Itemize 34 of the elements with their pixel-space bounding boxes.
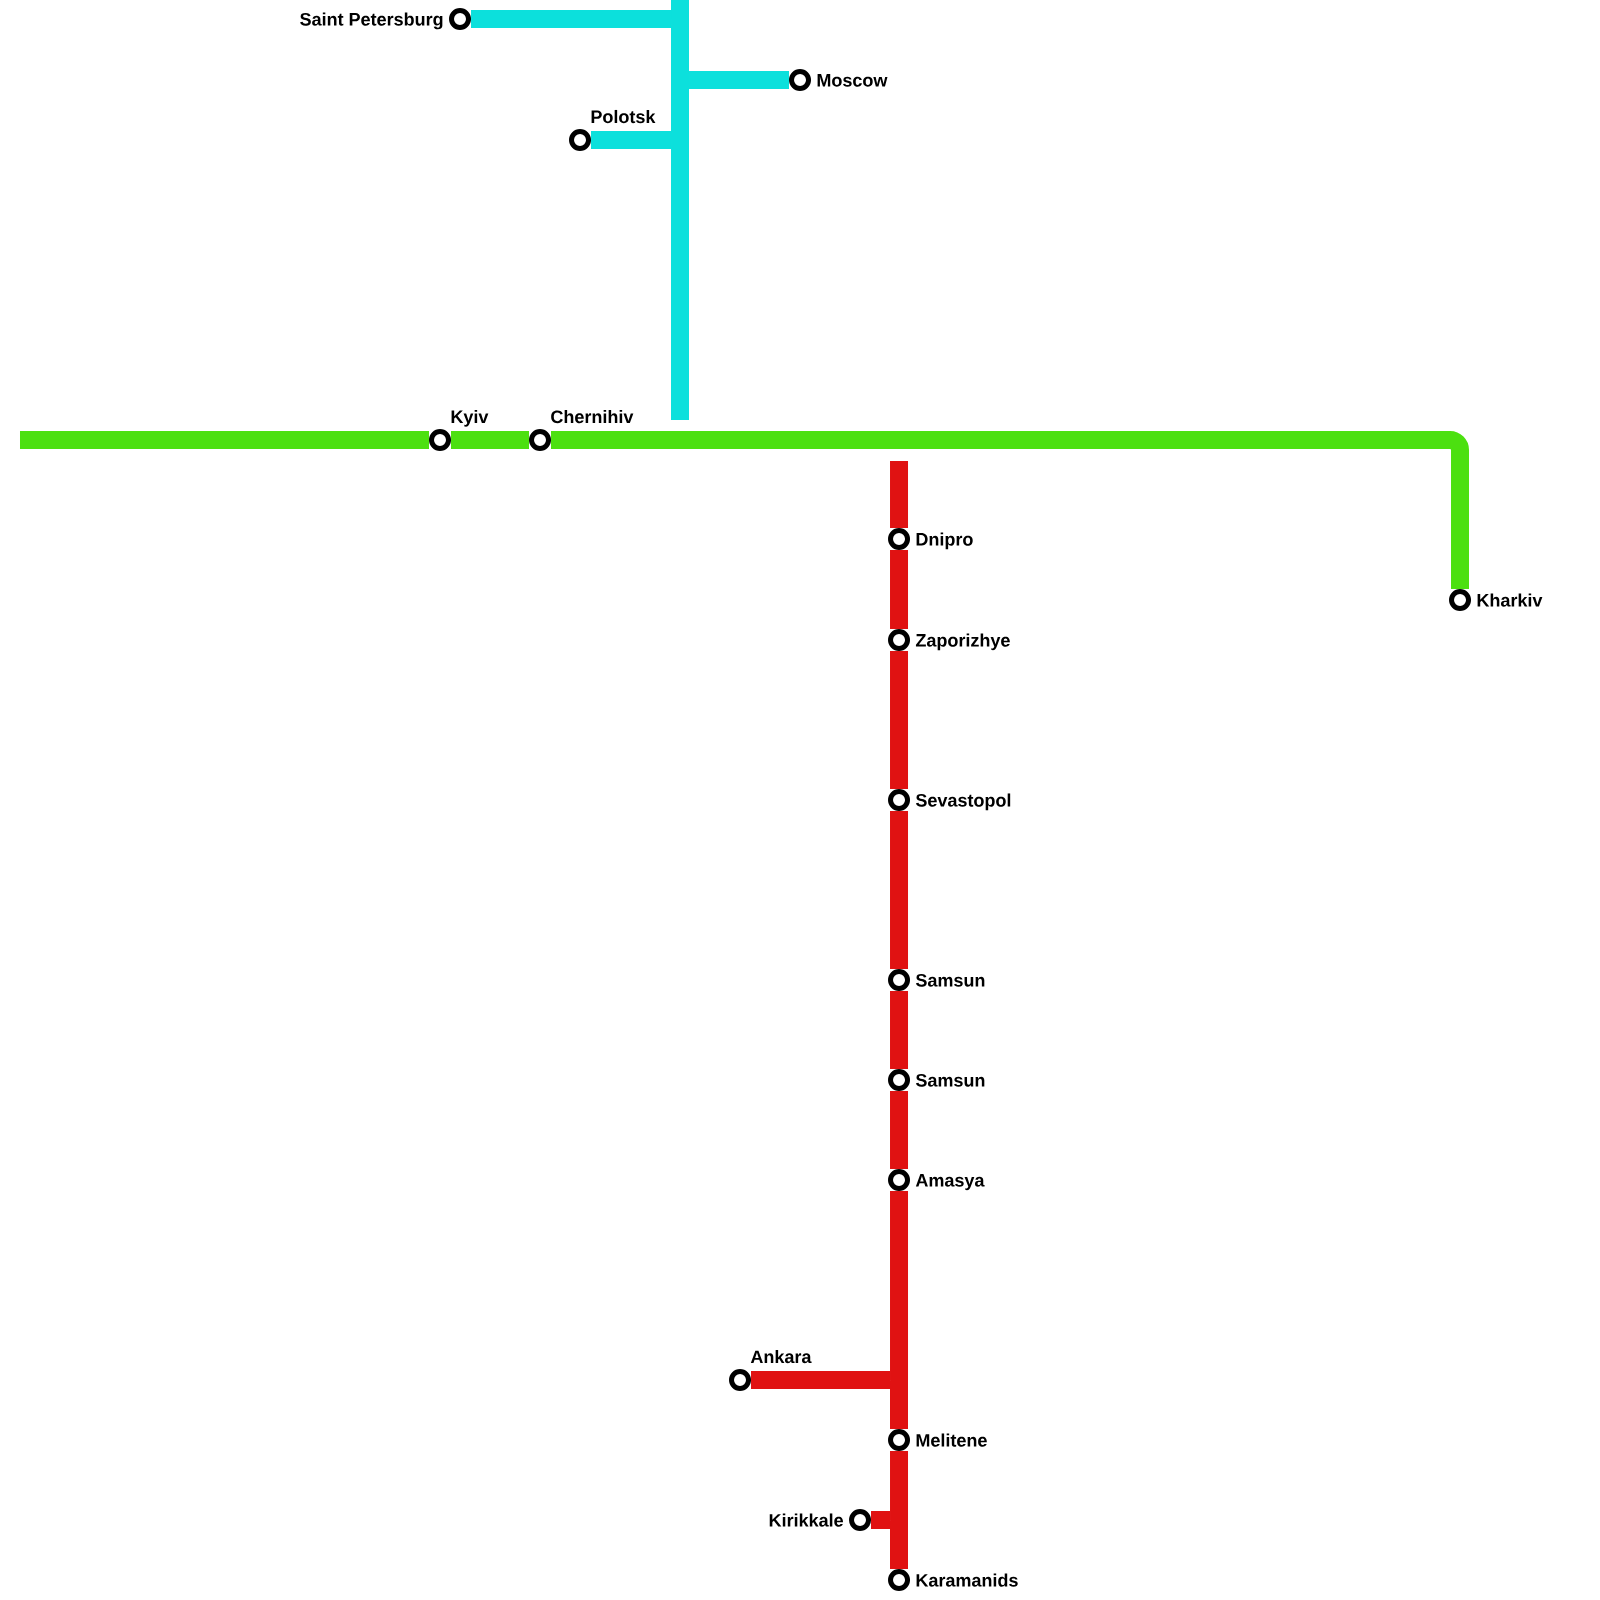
metro-line <box>671 140 689 420</box>
station-label: Samsun <box>915 1073 985 1087</box>
metro-line <box>871 1511 890 1529</box>
station-label: Kirikkale <box>769 1513 843 1527</box>
metro-line <box>890 651 908 789</box>
station-label: Melitene <box>916 1433 987 1447</box>
metro-line <box>890 1451 908 1520</box>
metro-line <box>890 1380 908 1429</box>
station-label: Saint Petersburg <box>300 12 443 30</box>
metro-line <box>890 991 908 1069</box>
station-label: Zaporizhye <box>915 633 1010 651</box>
metro-line <box>591 131 671 149</box>
metro-line <box>890 550 908 629</box>
metro-line <box>20 431 429 449</box>
station-label: Polotsk <box>591 109 656 124</box>
station-label: Ankara <box>750 1349 812 1364</box>
metro-line <box>671 80 689 140</box>
station-label: Samsun <box>915 973 985 987</box>
station-label: Chernihiv <box>551 409 634 424</box>
metro-line <box>451 431 529 449</box>
metro-line <box>890 1191 908 1380</box>
metro-line <box>890 461 908 528</box>
metro-line <box>751 1371 890 1389</box>
station-label: Kharkiv <box>1477 593 1543 607</box>
metro-line <box>890 1520 908 1569</box>
station-label: Sevastopol <box>915 793 1011 811</box>
station-label: Kyiv <box>451 409 489 427</box>
station-label: Amasya <box>915 1174 985 1191</box>
station-label: Dnipro <box>916 532 973 550</box>
station-label: Karamanids <box>916 1573 1018 1587</box>
metro-line <box>551 431 1469 589</box>
metro-line <box>890 1091 908 1169</box>
metro-line <box>890 811 908 969</box>
station-label: Moscow <box>817 74 888 87</box>
